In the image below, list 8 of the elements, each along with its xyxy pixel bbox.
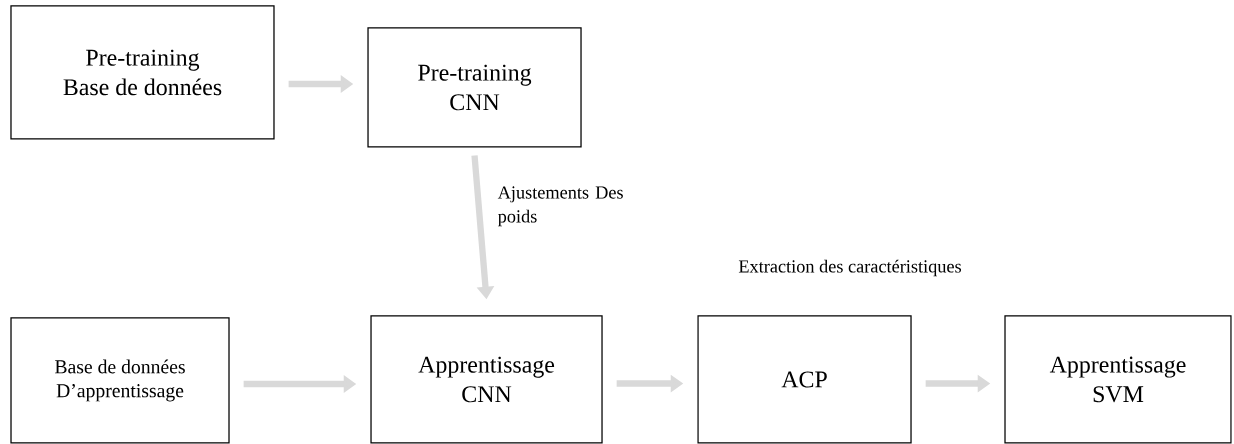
process-box: Pre-training CNN (367, 27, 582, 148)
process-box: Apprentissage SVM (1004, 315, 1232, 444)
process-box: Pre-training Base de données (10, 5, 275, 140)
annotation-text: Extraction des caractéristiques (738, 259, 962, 277)
process-box: ACP (697, 315, 912, 444)
process-box: Base de données D’apprentissage (10, 317, 230, 444)
process-box: Apprentissage CNN (370, 315, 603, 444)
edge-label: Ajustements Des poids (497, 186, 623, 227)
